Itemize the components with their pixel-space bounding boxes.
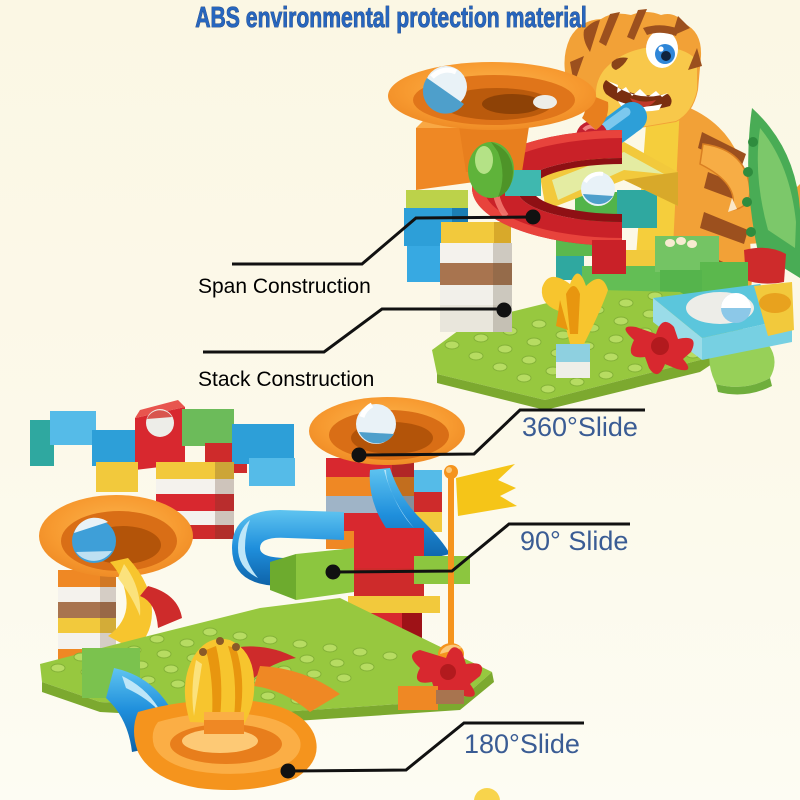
svg-text:Stack Construction: Stack Construction [198, 368, 374, 391]
svg-text:ABS environmental protection m: ABS environmental protection material [195, 2, 587, 34]
svg-text:Span Construction: Span Construction [198, 275, 371, 298]
svg-text:180°Slide: 180°Slide [464, 729, 580, 759]
svg-text:90° Slide: 90° Slide [520, 526, 628, 556]
svg-text:360°Slide: 360°Slide [522, 412, 638, 442]
